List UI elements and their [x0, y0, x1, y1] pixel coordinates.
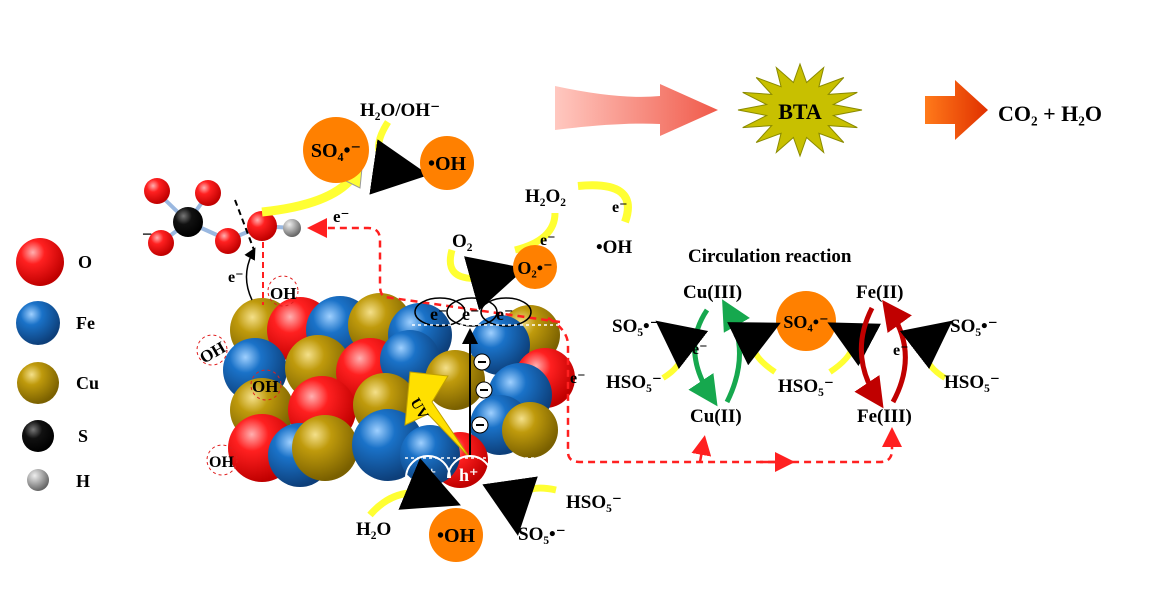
legend-label-s: S [78, 426, 88, 446]
conduction-band-electrons: e⁻ e⁻ e⁻ [412, 297, 560, 327]
h2o2-label: H₂O₂ [525, 186, 566, 207]
surface-oh: OH [209, 454, 234, 471]
electron-label: e⁻ [430, 304, 448, 324]
hso5-left-label: HSO₅⁻ [606, 372, 662, 393]
o2-radical-label: O₂•⁻ [517, 258, 552, 278]
hole-label: h⁺ [459, 465, 479, 485]
electron-path-dashed [547, 316, 902, 464]
yellow-arrow-icon [369, 120, 429, 195]
yellow-arrow-icon [827, 322, 882, 375]
pms-molecule: − [142, 178, 301, 256]
e-up-label: e⁻ [228, 269, 244, 286]
h2o-oh-label: H₂O/OH⁻ [360, 100, 440, 121]
e-cu-label: e⁻ [692, 341, 708, 358]
cu-atom-sphere [292, 415, 358, 481]
degradation-flow: BTA CO₂ + H₂O [555, 62, 1102, 158]
yellow-arrow-icon [367, 458, 461, 518]
e-side-label: e⁻ [570, 370, 586, 387]
hso5-bottom-label: HSO₅⁻ [566, 492, 622, 513]
fe-oxidation-arrow [854, 306, 884, 409]
cu2-label: Cu(II) [690, 406, 742, 427]
hole-label: h⁺ [501, 465, 521, 485]
so4-center-circle [776, 291, 836, 351]
uv-lightning-icon [404, 371, 471, 459]
yellow-arrow-icon [482, 476, 557, 536]
bta-starburst-icon [737, 62, 863, 158]
orange-arrow-icon [925, 80, 988, 140]
hole-label: h⁺ [417, 465, 437, 485]
oh-radical-label: •OH [428, 153, 467, 175]
surface-oh: OH [270, 284, 296, 303]
yellow-arrow-icon [727, 322, 781, 375]
electron-label: e⁻ [462, 304, 480, 324]
legend-label-cu: Cu [76, 373, 99, 393]
hso5-right-label: HSO₅⁻ [944, 372, 1000, 393]
electron-transfer-arrow [244, 247, 256, 301]
bond-cleavage-line [234, 199, 255, 251]
legend-o-sphere [16, 238, 64, 286]
so5-right-label: SO₅•⁻ [950, 316, 998, 337]
cu-oxidation-arrow [722, 299, 750, 404]
cu-atom-sphere [502, 402, 558, 458]
yellow-arrow-icon [446, 249, 526, 311]
o2-label: O₂ [452, 231, 473, 252]
oh-radical-circle [420, 136, 474, 190]
so5-bottom-label: SO₅•⁻ [518, 524, 566, 545]
surface-oh-groups: OH OH OH OH [196, 275, 299, 476]
electron-label: e⁻ [496, 304, 514, 324]
e-molecule-label: e⁻ [333, 207, 350, 226]
legend-label-h: H [76, 471, 90, 491]
so5-left-label: SO₅•⁻ [612, 316, 660, 337]
oh-bottom-circle [429, 508, 483, 562]
e-o2-label: e⁻ [540, 232, 556, 249]
legend-cu-sphere [17, 362, 59, 404]
surface-oh: OH [252, 377, 278, 396]
circulation-title: Circulation reaction [688, 246, 852, 267]
legend-label-fe: Fe [76, 313, 95, 333]
legend-fe-sphere [16, 301, 60, 345]
fe2-label: Fe(II) [856, 282, 903, 303]
yellow-arrow-icon [261, 174, 356, 217]
electron-minus-icons [471, 353, 493, 434]
oh-bottom-label: •OH [437, 525, 476, 547]
yellow-arrow-icon [899, 320, 953, 381]
o2-radical-circle [513, 245, 557, 289]
bta-label: BTA [778, 99, 822, 124]
h2o-bottom-label: H₂O [356, 519, 391, 540]
circulation-reaction: Circulation reaction Cu(III) Cu(II) Fe(I… [606, 246, 1000, 427]
legend-label-o: O [78, 252, 92, 272]
products-label: CO₂ + H₂O [998, 101, 1102, 126]
legend-s-sphere [22, 420, 54, 452]
so4-radical-circle [303, 117, 369, 183]
cu3-label: Cu(III) [683, 282, 742, 303]
molecule-charge: − [142, 224, 152, 244]
so4-radical-label: SO₄•⁻ [311, 140, 361, 162]
yellow-arrow-icon [514, 212, 559, 254]
fe3-label: Fe(III) [857, 406, 912, 427]
yellow-arrow-icon [655, 320, 709, 381]
legend: O Fe Cu S H [16, 238, 99, 491]
yellow-arrow-icon [577, 181, 632, 224]
e-h2o2-label: e⁻ [612, 199, 628, 216]
pink-arrow-icon [555, 84, 718, 136]
hso5-center-label: HSO₅⁻ [778, 376, 834, 397]
e-fe-label: e⁻ [893, 342, 909, 359]
oh-right-label: •OH [596, 237, 632, 258]
so4-center-label: SO₄•⁻ [783, 312, 828, 332]
electron-path-arrow [691, 435, 712, 463]
legend-h-sphere [27, 469, 49, 491]
